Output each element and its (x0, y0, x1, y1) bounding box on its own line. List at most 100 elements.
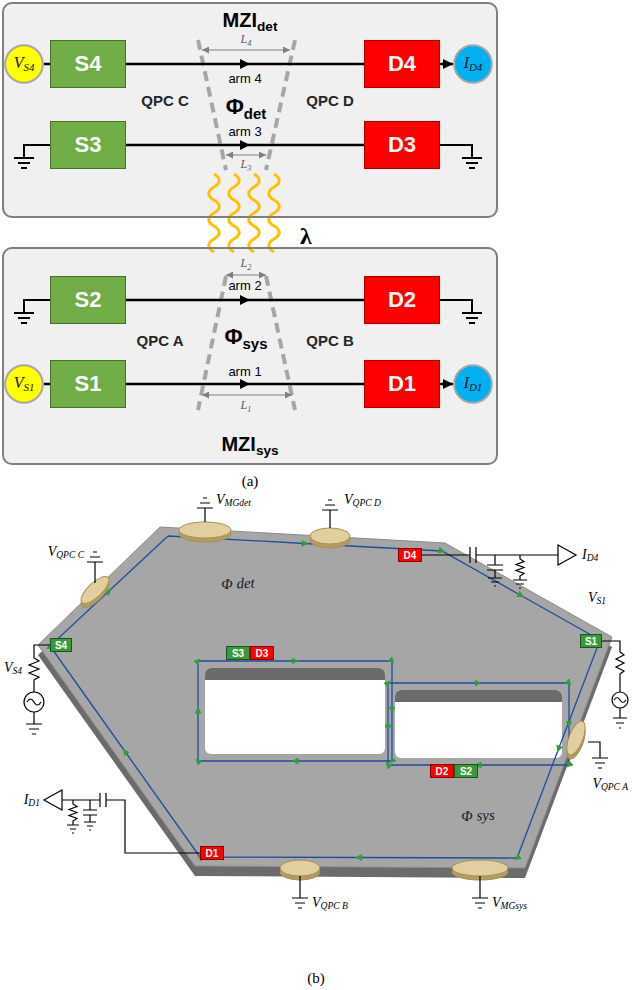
phase-label: Φ sys (461, 807, 495, 826)
node-label: S2 (460, 766, 472, 777)
text-subscript: 2 (247, 263, 251, 272)
detector-wire (422, 547, 558, 563)
contact-box: S2 (50, 276, 126, 324)
text-main: V (14, 54, 24, 71)
qpc-line (266, 276, 295, 410)
text-subscript: sys (243, 335, 268, 352)
length-label: L1 (241, 398, 252, 413)
signal-label: VQPC C (48, 544, 84, 561)
text-subscript: S4 (13, 666, 23, 676)
panel-fill (2, 247, 498, 465)
length-arrows (202, 50, 292, 395)
text-main: Φ (226, 94, 244, 119)
text-main: V (4, 660, 13, 675)
node-label: S2 (75, 288, 102, 312)
node-label: S4 (75, 52, 102, 76)
signal-label: ID4 (582, 547, 598, 564)
hole-wall (205, 668, 385, 680)
circle-shape (454, 365, 492, 403)
gate (563, 719, 589, 758)
shunt-resistor (67, 800, 79, 833)
ground-symbol (440, 300, 482, 323)
node-label: D4 (404, 550, 417, 561)
arm-label: arm 2 (228, 278, 261, 293)
coupling-waves (209, 174, 280, 252)
text-main: Φ (224, 324, 242, 349)
edge-channel (198, 661, 392, 761)
signal-wire (126, 144, 364, 147)
text-main: L (241, 157, 248, 171)
arm-label: arm 3 (228, 124, 261, 139)
dc-source (588, 742, 608, 768)
qpc-dashed-lines (198, 40, 295, 410)
terminal-circle: ID4 (453, 44, 493, 84)
node-label: S1 (75, 372, 102, 396)
node-label: S3 (232, 648, 244, 659)
signal-label: ID1 (24, 792, 40, 809)
text-subscript: S4 (23, 61, 34, 73)
contact-box: D2 (364, 276, 440, 324)
source-wire (29, 645, 50, 692)
shunt-capacitor (487, 555, 503, 586)
text-subscript: D4 (469, 61, 482, 73)
wave (229, 174, 240, 252)
text-main: L (241, 32, 248, 46)
text-main: V (14, 374, 24, 391)
text-main: I (582, 547, 587, 562)
dc-source (197, 498, 213, 522)
signal-wire (126, 383, 364, 386)
length-label: L3 (241, 157, 252, 172)
wave (209, 174, 220, 252)
contact-box: S3 (50, 121, 126, 169)
qpc-label: QPC A (137, 332, 184, 349)
qpc-label: QPC D (306, 92, 354, 109)
phase-label: Φdet (226, 94, 267, 121)
text-main: I (464, 54, 469, 71)
signal-wire (440, 63, 453, 66)
circle-shape (5, 45, 43, 83)
text-subscript: QPC C (56, 550, 84, 560)
gate (179, 522, 231, 538)
length-arrow (226, 275, 266, 276)
panel-title: MZIdet (4, 9, 496, 34)
hole (205, 668, 385, 754)
node-label: ID4 (464, 54, 483, 74)
terminal-circle: VS1 (4, 364, 44, 404)
node-label: D2 (388, 288, 416, 312)
wave (249, 174, 260, 252)
ohmic-contact: S2 (454, 764, 478, 778)
ohmic-contact: S3 (226, 646, 250, 660)
node-label: D2 (436, 766, 449, 777)
terminal-circle: VS4 (4, 44, 44, 84)
text-main: V (588, 590, 597, 605)
phase-label: λ (300, 223, 312, 250)
text-main: V (312, 895, 321, 910)
terminal-circle: ID1 (453, 364, 493, 404)
ground-symbols (14, 145, 482, 323)
text-main: L (241, 398, 248, 412)
source-wire (602, 641, 624, 692)
text-main: V (344, 492, 353, 507)
wave (269, 174, 280, 252)
gate (452, 860, 508, 876)
node-label: VS4 (14, 54, 35, 74)
circle-shape (454, 45, 492, 83)
ac-source-ground (613, 698, 627, 729)
text-subscript: S1 (23, 381, 34, 393)
phase-label: Φ det (221, 575, 255, 594)
text-subscript: 3 (247, 164, 251, 173)
shunt-capacitor (83, 800, 97, 830)
text-subscript: D1 (469, 381, 482, 393)
length-label: L2 (241, 256, 252, 271)
text-subscript: QPC D (353, 498, 381, 508)
ohmic-contact: S4 (50, 638, 72, 652)
contact-box: D3 (364, 121, 440, 169)
text-subscript: sys (256, 443, 279, 458)
signal-label: VS1 (588, 590, 606, 607)
node-label: ID1 (464, 374, 483, 394)
hole-wall (395, 690, 562, 702)
gate (280, 860, 320, 876)
dc-source (87, 552, 103, 583)
